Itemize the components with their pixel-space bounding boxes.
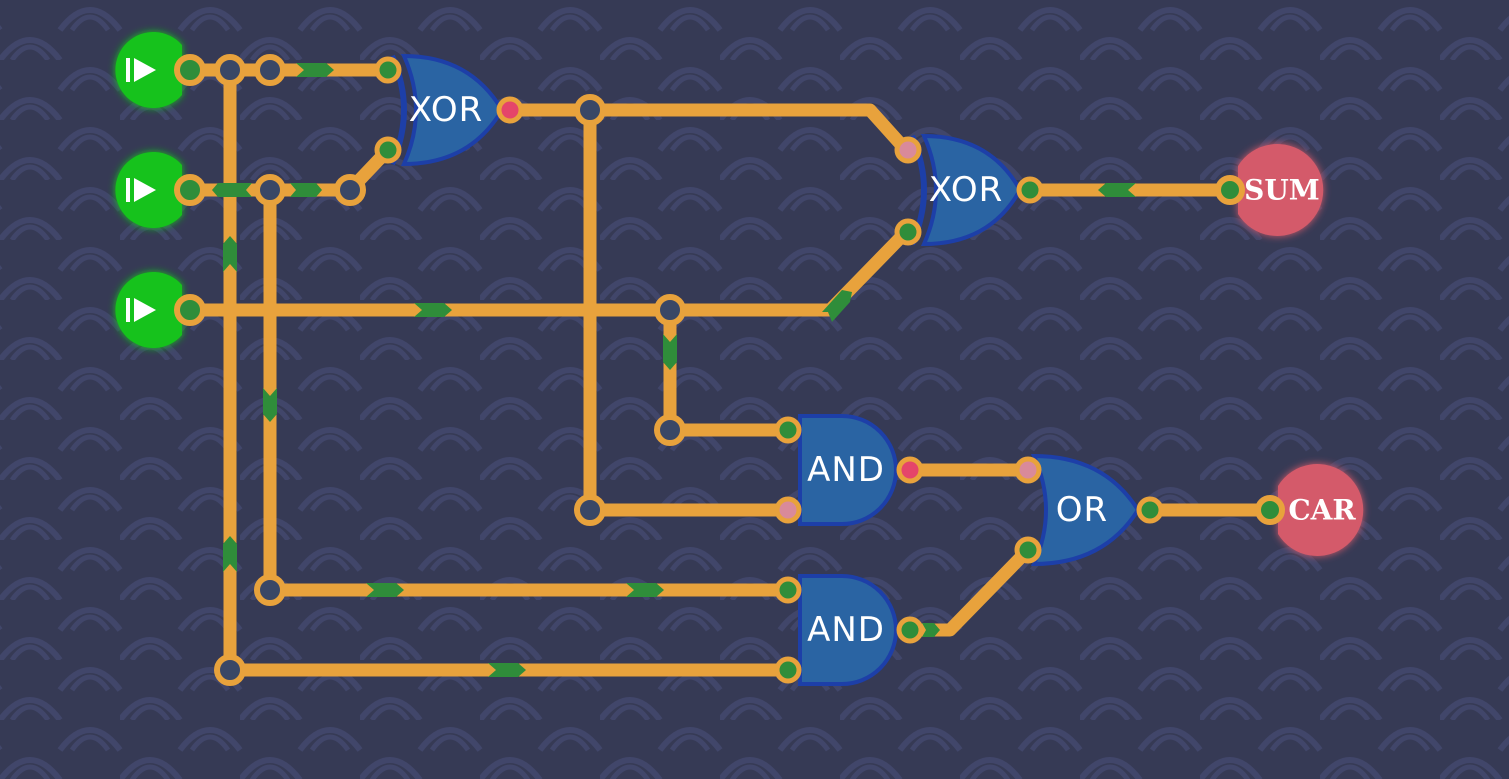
gate-output-pin[interactable] bbox=[496, 96, 524, 124]
gate-output-pin[interactable] bbox=[1136, 496, 1164, 524]
gate-label: AND bbox=[807, 450, 885, 490]
output-car[interactable]: CAR bbox=[1255, 464, 1364, 557]
xor-gate-body[interactable] bbox=[920, 133, 1023, 247]
gate-input-pin[interactable] bbox=[374, 136, 402, 164]
gate-input-pin[interactable] bbox=[774, 496, 802, 524]
wire-junction[interactable] bbox=[654, 414, 686, 446]
gate-output-pin[interactable] bbox=[896, 616, 924, 644]
play-triangle-icon bbox=[126, 298, 156, 322]
and-gate-body[interactable] bbox=[798, 574, 898, 686]
xor-gate-2[interactable]: XOR bbox=[894, 133, 1044, 247]
signal-chevron-icon bbox=[488, 663, 526, 677]
signal-chevron-icon bbox=[922, 623, 940, 637]
signal-chevron-icon bbox=[366, 583, 404, 597]
signal-chevron-icon bbox=[290, 183, 322, 197]
xor-gate-body[interactable] bbox=[400, 53, 505, 167]
input-pin[interactable] bbox=[174, 54, 206, 86]
gate-output-pin[interactable] bbox=[1016, 176, 1044, 204]
gate-label: OR bbox=[1056, 490, 1108, 530]
output-label: SUM bbox=[1244, 174, 1320, 207]
play-triangle-icon bbox=[126, 178, 156, 202]
input-switch-2[interactable] bbox=[115, 152, 206, 229]
gate-input-pin[interactable] bbox=[774, 576, 802, 604]
wire-junction[interactable] bbox=[254, 574, 286, 606]
wire-junction[interactable] bbox=[654, 294, 686, 326]
input-pin[interactable] bbox=[174, 174, 206, 206]
wire-xor1-xor2[interactable] bbox=[503, 103, 913, 157]
wire-junction[interactable] bbox=[254, 54, 286, 86]
and-gate-body[interactable] bbox=[798, 414, 898, 526]
signal-chevron-icon bbox=[263, 388, 277, 422]
wire-junction[interactable] bbox=[214, 654, 246, 686]
gate-input-pin[interactable] bbox=[774, 656, 802, 684]
signal-chevron-icon bbox=[414, 303, 452, 317]
input-pin[interactable] bbox=[174, 294, 206, 326]
signal-chevron-icon bbox=[296, 63, 334, 77]
gate-input-pin[interactable] bbox=[1014, 536, 1042, 564]
output-label: CAR bbox=[1288, 494, 1356, 527]
wire-junction[interactable] bbox=[214, 54, 246, 86]
gate-label: XOR bbox=[409, 90, 484, 130]
signal-chevron-icon bbox=[212, 183, 252, 197]
gate-input-pin[interactable] bbox=[894, 136, 922, 164]
output-node-body[interactable] bbox=[1238, 144, 1324, 237]
gate-output-pin[interactable] bbox=[896, 456, 924, 484]
xor-gate-1[interactable]: XOR bbox=[374, 53, 524, 167]
wire-junction[interactable] bbox=[254, 174, 286, 206]
input-switch-3[interactable] bbox=[115, 272, 206, 348]
output-node-body[interactable] bbox=[1278, 464, 1364, 557]
signal-chevron-icon bbox=[626, 583, 664, 597]
signal-chevron-icon bbox=[663, 334, 677, 370]
gate-input-pin[interactable] bbox=[374, 56, 402, 84]
output-pin[interactable] bbox=[1255, 495, 1285, 525]
gate-input-pin[interactable] bbox=[774, 416, 802, 444]
gate-input-pin[interactable] bbox=[894, 218, 922, 246]
signal-chevron-icon bbox=[223, 536, 237, 572]
output-sum[interactable]: SUM bbox=[1215, 144, 1324, 237]
wire-junction[interactable] bbox=[574, 94, 606, 126]
signal-pulses bbox=[212, 63, 1136, 677]
and-gate-2[interactable]: AND bbox=[774, 574, 924, 686]
and-gate-1[interactable]: AND bbox=[774, 414, 924, 526]
wire-junction[interactable] bbox=[334, 174, 366, 206]
signal-chevron-icon bbox=[822, 290, 852, 322]
or-gate[interactable]: OR bbox=[1014, 453, 1164, 567]
wire-junction[interactable] bbox=[574, 494, 606, 526]
gate-input-pin[interactable] bbox=[1014, 456, 1042, 484]
output-pin[interactable] bbox=[1215, 175, 1245, 205]
or-gate-body[interactable] bbox=[1030, 453, 1141, 567]
gate-label: AND bbox=[807, 610, 885, 650]
signal-chevron-icon bbox=[1098, 183, 1136, 197]
input-switch-1[interactable] bbox=[115, 31, 206, 109]
play-triangle-icon bbox=[126, 58, 156, 82]
junctions bbox=[214, 54, 686, 686]
signal-chevron-icon bbox=[223, 236, 237, 272]
gate-label: XOR bbox=[929, 170, 1004, 210]
